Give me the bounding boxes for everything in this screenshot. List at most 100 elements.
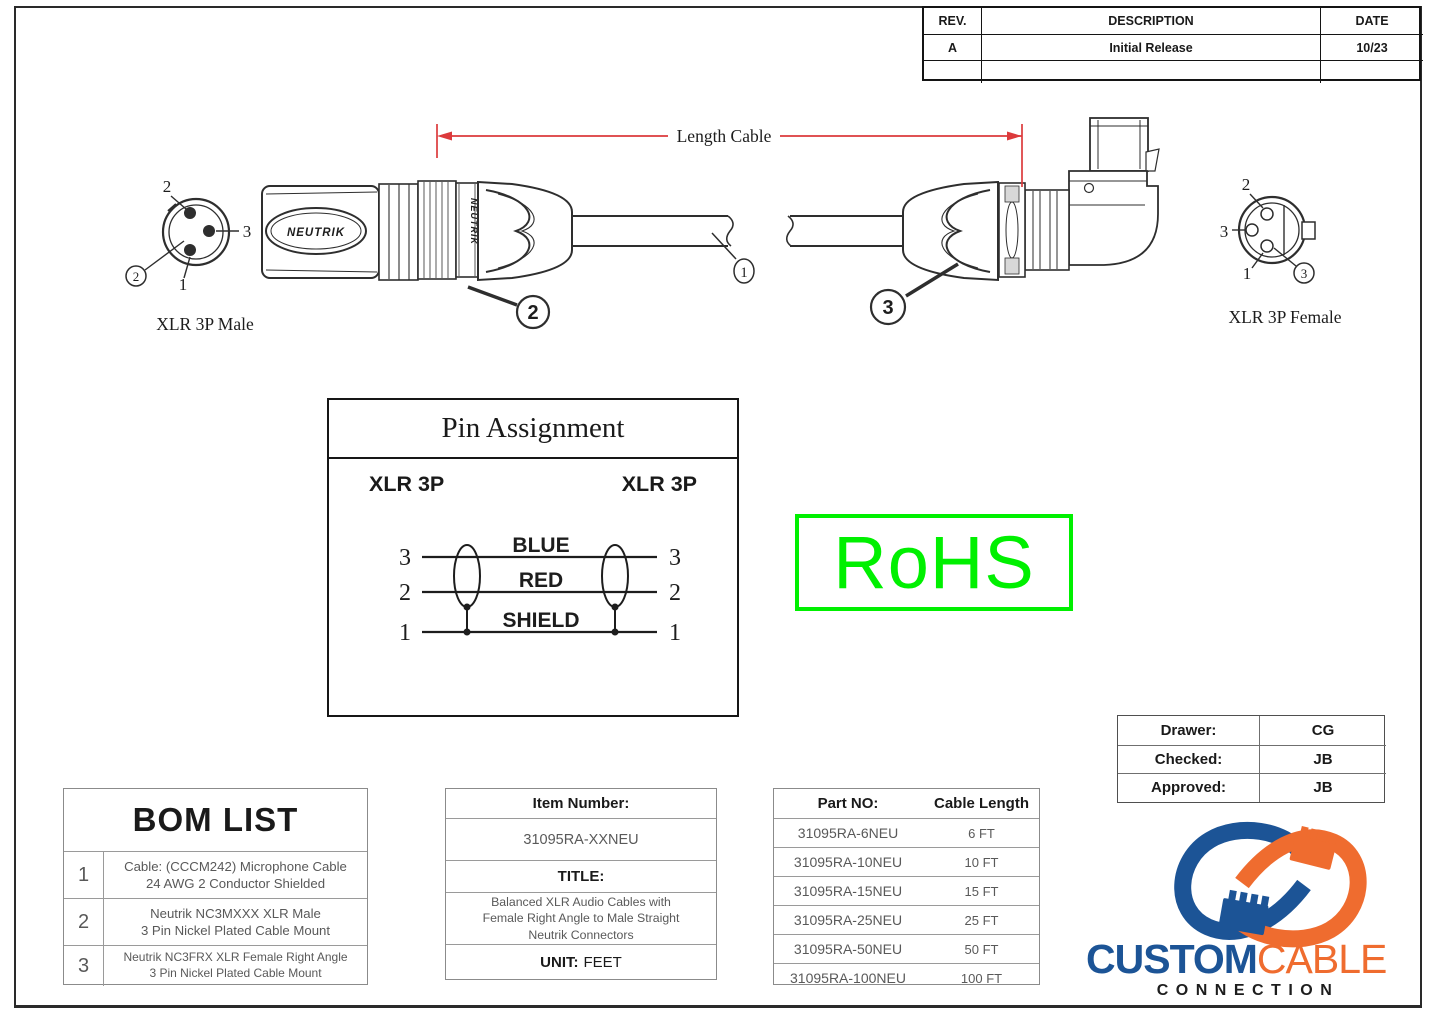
cable-length-cell: 50 FT	[964, 941, 999, 957]
rev-header: REV.	[938, 14, 967, 28]
cable-length-cell: 15 FT	[964, 883, 999, 899]
rev-empty	[924, 60, 981, 83]
cable-callout: 1	[740, 265, 748, 281]
female-pin3-label: 3	[1220, 222, 1229, 241]
blue-plug-icon	[1218, 889, 1270, 936]
part-row: 31095RA-100NEU 100 FT	[774, 963, 1039, 992]
date-header: DATE	[1320, 8, 1423, 34]
item-info-box: Item Number: 31095RA-XXNEU TITLE: Balanc…	[445, 788, 717, 980]
bom-list-table: BOM LIST 1 Cable: (CCCM242) Microphone C…	[63, 788, 368, 986]
pin-right-connector-header: XLR 3P	[621, 472, 697, 496]
bom-item-desc-line: Cable: (CCCM242) Microphone Cable	[124, 858, 347, 874]
male-connector-callout-group: 2	[467, 285, 551, 330]
approved-label: Approved:	[1118, 773, 1259, 802]
bom-item-number: 2	[64, 899, 104, 945]
male-pin1-label: 1	[179, 275, 188, 294]
drawer-label: Drawer:	[1160, 721, 1217, 739]
female-face-callout: 3	[1301, 266, 1308, 281]
cable-length-cell: 25 FT	[964, 912, 999, 928]
infinity-cable-graphic	[1174, 821, 1367, 948]
title-line: Neutrik Connectors	[528, 927, 634, 942]
wiring-diagram: 3 2 1 3 2 1 BLUE RED SHIELD	[399, 534, 681, 646]
part-number-table: Part NO: Cable Length 31095RA-6NEU 6 FT …	[773, 788, 1040, 986]
svg-text:CUSTOMCABLE: CUSTOMCABLE	[1086, 936, 1386, 982]
male-pin3-label: 3	[243, 222, 252, 241]
part-row: 31095RA-25NEU 25 FT	[774, 905, 1039, 934]
wire2-left-pin: 2	[399, 580, 411, 606]
drawer-value: CG	[1259, 716, 1386, 745]
logo-word-custom: CUSTOM	[1086, 936, 1257, 982]
date-empty	[1320, 60, 1423, 83]
title-line: Female Right Angle to Male Straight	[482, 911, 680, 926]
checked-label: Checked:	[1118, 744, 1259, 774]
bom-row-1: 1 Cable: (CCCM242) Microphone Cable 24 A…	[64, 852, 367, 899]
wire3-left-pin: 1	[399, 620, 411, 646]
custom-cable-connection-logo: CUSTOMCABLE CONNECTION	[1086, 821, 1387, 999]
cable-length-cell: 6 FT	[968, 825, 995, 841]
part-row: 31095RA-15NEU 15 FT	[774, 876, 1039, 905]
female-connector-callout: 3	[882, 297, 893, 319]
bom-title: BOM LIST	[64, 789, 367, 852]
sheet-border-frame	[14, 6, 1422, 1008]
unit-label: UNIT:	[540, 953, 579, 971]
male-connector-callout: 2	[527, 302, 538, 324]
wire3-color-label: SHIELD	[502, 609, 579, 632]
wire3-right-pin: 1	[669, 620, 681, 646]
cable-drawing: 1	[572, 215, 903, 284]
wire1-right-pin: 3	[669, 545, 681, 571]
rohs-label: RoHS	[833, 520, 1035, 604]
rohs-compliance-badge: RoHS	[795, 514, 1073, 611]
pin-assignment-title: Pin Assignment	[329, 400, 737, 459]
bom-item-desc-line: 3 Pin Nickel Plated Cable Mount	[149, 966, 322, 980]
bom-item-desc-line: Neutrik NC3MXXX XLR Male	[150, 905, 321, 921]
cable-assembly-drawing: 2 3 1 2 XLR 3P Male NEUTRIK	[125, 117, 1342, 334]
part-no-cell: 31095RA-25NEU	[793, 912, 903, 928]
title-line: Balanced XLR Audio Cables with	[491, 894, 671, 909]
length-dimension: Length Cable	[436, 124, 1023, 187]
xlr-female-caption: XLR 3P Female	[1228, 307, 1341, 327]
item-number-value: 31095RA-XXNEU	[523, 831, 639, 848]
orange-plug-icon	[1289, 825, 1338, 870]
cable-length-cell: 10 FT	[964, 854, 999, 870]
unit-value: FEET	[583, 953, 622, 971]
part-no-cell: 31095RA-6NEU	[797, 825, 899, 841]
part-no-cell: 31095RA-15NEU	[793, 883, 903, 899]
approval-table: Drawer: CG Checked: JB Approved: JB	[1117, 715, 1386, 803]
checked-value: JB	[1259, 744, 1386, 773]
bom-row-3: 3 Neutrik NC3FRX XLR Female Right Angle …	[64, 946, 367, 986]
xlr-male-caption: XLR 3P Male	[156, 314, 254, 334]
length-cable-label: Length Cable	[677, 126, 772, 146]
part-row: 31095RA-10NEU 10 FT	[774, 847, 1039, 876]
male-face-callout: 2	[133, 269, 140, 284]
pin-assignment-box: Pin Assignment XLR 3P XLR 3P 3 2 1 3 2	[327, 398, 739, 717]
xlr-male-connector-drawing: NEUTRIK NEUTRIK	[261, 180, 573, 282]
part-no-cell: 31095RA-100NEU	[790, 970, 906, 986]
xlr-female-connector-drawing: 3	[869, 117, 1160, 326]
wire1-color-label: BLUE	[512, 534, 569, 557]
neutrik-brand-text: NEUTRIK	[287, 227, 345, 239]
part-row: 31095RA-6NEU 6 FT	[774, 818, 1039, 847]
pin-left-connector-header: XLR 3P	[369, 472, 445, 496]
approved-value: JB	[1259, 773, 1386, 802]
logo-word-connection: CONNECTION	[1157, 982, 1340, 999]
bom-row-2: 2 Neutrik NC3MXXX XLR Male 3 Pin Nickel …	[64, 899, 367, 946]
cable-length-header: Cable Length	[933, 795, 1029, 812]
part-no-cell: 31095RA-50NEU	[793, 941, 903, 957]
part-row: 31095RA-50NEU 50 FT	[774, 934, 1039, 963]
cable-length-cell: 100 FT	[960, 970, 1003, 986]
logo-word-cable: CABLE	[1257, 936, 1386, 982]
bom-item-desc-line: 24 AWG 2 Conductor Shielded	[145, 876, 326, 891]
item-number-label: Item Number:	[532, 795, 630, 812]
wire1-left-pin: 3	[399, 545, 411, 571]
description-empty	[981, 60, 1320, 83]
male-pin2-label: 2	[163, 177, 172, 196]
rev-value: A	[924, 34, 981, 60]
wire2-color-label: RED	[519, 569, 563, 592]
female-pin1-label: 1	[1243, 264, 1252, 283]
bom-item-desc-line: Neutrik NC3FRX XLR Female Right Angle	[123, 950, 348, 965]
description-header: DESCRIPTION	[981, 8, 1320, 34]
part-no-header: Part NO:	[817, 795, 879, 812]
bom-item-number: 1	[64, 852, 104, 898]
part-no-cell: 31095RA-10NEU	[793, 854, 903, 870]
